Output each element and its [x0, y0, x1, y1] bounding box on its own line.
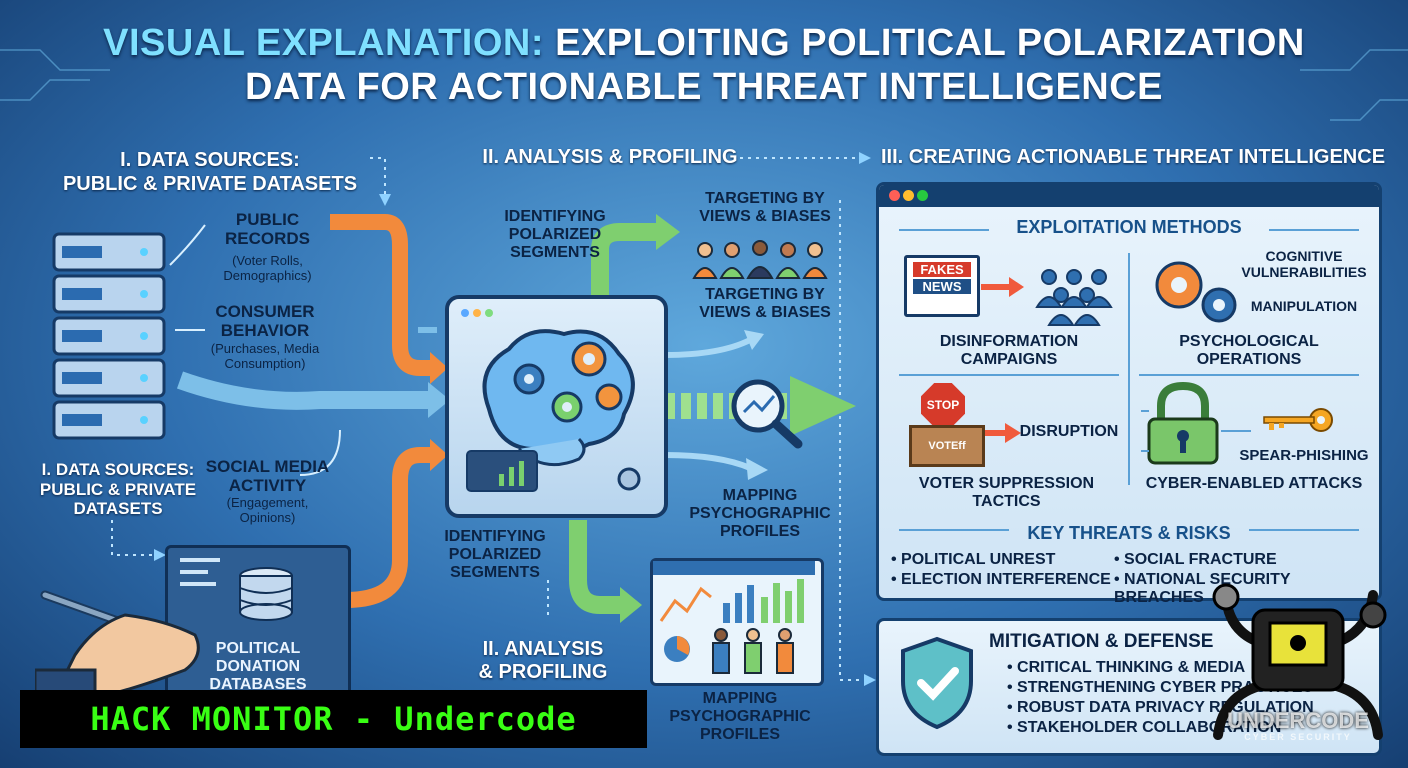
hand-pen-icon	[35, 590, 200, 695]
threat-item: • ELECTION INTERFERENCE	[891, 571, 1111, 588]
title-prefix: VISUAL EXPLANATION:	[103, 22, 545, 64]
label-identifying-top: IDENTIFYING POLARIZED SEGMENTS	[504, 208, 606, 261]
profile-dashboard-panel	[650, 558, 824, 686]
undercode-robot-logo	[1212, 583, 1387, 740]
section-analysis-repeat: II. ANALYSIS & PROFILING	[478, 638, 608, 683]
label-targeting-top: TARGETING BY VIEWS & BIASES	[699, 190, 831, 225]
crowd-icon	[981, 269, 1113, 326]
source-social-media: SOCIAL MEDIA ACTIVITY	[205, 457, 330, 496]
section-data-sources: I. DATA SOURCES: PUBLIC & PRIVATE DATASE…	[62, 149, 358, 195]
exploitation-panel: EXPLOITATION METHODS FAKES NEWS DISINFOR…	[876, 182, 1382, 606]
title-line-2: DATA FOR ACTIONABLE THREAT INTELLIGENCE	[244, 66, 1164, 108]
padlock-icon	[1141, 381, 1251, 465]
label-targeting-mid: TARGETING BY VIEWS & BIASES	[699, 286, 831, 321]
source-public-records: PUBLIC RECORDS	[224, 210, 310, 249]
magnifier-icon	[731, 379, 803, 449]
mitigation-item: • CRITICAL THINKING & MEDIA	[1007, 659, 1246, 676]
manipulation-label: MANIPULATION	[1250, 298, 1358, 314]
window-title-bar	[879, 185, 1379, 207]
exploitation-header: EXPLOITATION METHODS	[1016, 217, 1242, 237]
threat-item: • NATIONAL SECURITY BREACHES	[1114, 571, 1291, 606]
label-mapping-mid: MAPPING PSYCHOGRAPHIC PROFILES	[689, 487, 831, 540]
watermark-tag: CYBER SECURITY	[1244, 732, 1352, 742]
donation-database-panel: POLITICAL DONATION DATABASES	[165, 545, 351, 696]
source-social-media-detail: (Engagement, Opinions)	[226, 495, 309, 525]
fake-news-line-2: NEWS	[913, 279, 971, 294]
hack-monitor-banner: HACK MONITOR - Undercode	[20, 690, 647, 748]
key-icon	[1263, 408, 1333, 432]
window-close-dot	[889, 190, 900, 201]
mitigation-panel: MITIGATION & DEFENSE • CRITICAL THINKING…	[876, 618, 1382, 756]
ballot-box-icon: VOTEff	[909, 425, 985, 467]
watermark-name: UNDERCODE	[1227, 708, 1369, 733]
fake-news-line-1: FAKES	[913, 262, 971, 277]
source-consumer-behavior: CONSUMER BEHAVIOR	[215, 302, 315, 341]
title-line-1-rest: EXPLOITING POLITICAL POLARIZATION	[544, 22, 1305, 64]
database-icon	[239, 567, 293, 621]
stop-sign-icon: STOP	[921, 383, 965, 427]
server-stack-icon	[48, 228, 170, 450]
psychological-operations: PSYCHOLOGICAL OPERATIONS	[1179, 333, 1319, 368]
brain-processor-panel	[445, 295, 668, 518]
mitigation-header: MITIGATION & DEFENSE	[989, 631, 1214, 652]
disruption-arrow-icon	[985, 423, 1021, 443]
source-consumer-behavior-detail: (Purchases, Media Consumption)	[210, 341, 320, 371]
gear-icons	[513, 341, 641, 491]
exploitation-dividers	[899, 229, 1359, 531]
disruption-label: DISRUPTION	[1019, 423, 1119, 440]
spear-phishing-label: SPEAR-PHISHING	[1239, 447, 1369, 464]
cognitive-vulnerabilities: COGNITIVE VULNERABILITIES	[1241, 248, 1367, 280]
source-public-records-detail: (Voter Rolls, Demographics)	[223, 253, 312, 283]
threat-item: • POLITICAL UNREST	[891, 551, 1056, 568]
threats-header: KEY THREATS & RISKS	[1027, 523, 1231, 543]
cognitive-gears-icon	[1155, 261, 1237, 323]
section-analysis: II. ANALYSIS & PROFILING	[482, 146, 738, 168]
disinformation-campaigns: DISINFORMATION CAMPAIGNS	[939, 333, 1079, 368]
people-group-icon	[692, 240, 828, 279]
window-minimize-dot	[903, 190, 914, 201]
fake-news-monitor-icon: FAKES NEWS	[904, 255, 980, 317]
window-maximize-dot	[917, 190, 928, 201]
shield-check-icon	[901, 636, 973, 730]
label-identifying-bottom: IDENTIFYING POLARIZED SEGMENTS	[444, 528, 546, 581]
mitigation-item: • ROBUST DATA PRIVACY REGULATION	[1007, 699, 1314, 716]
cyber-enabled-attacks: CYBER-ENABLED ATTACKS	[1145, 475, 1363, 492]
threat-item: • SOCIAL FRACTURE	[1114, 551, 1277, 568]
section-threat-intel: III. CREATING ACTIONABLE THREAT INTELLIG…	[880, 146, 1386, 168]
source-political-donation: POLITICAL DONATION DATABASES	[209, 640, 307, 693]
section-data-sources-repeat: I. DATA SOURCES: PUBLIC & PRIVATE DATASE…	[39, 460, 197, 519]
label-mapping-bottom: MAPPING PSYCHOGRAPHIC PROFILES	[669, 690, 811, 743]
title-line-1: VISUAL EXPLANATION: EXPLOITING POLITICAL…	[0, 22, 1408, 65]
voter-suppression: VOTER SUPPRESSION TACTICS	[918, 475, 1095, 510]
